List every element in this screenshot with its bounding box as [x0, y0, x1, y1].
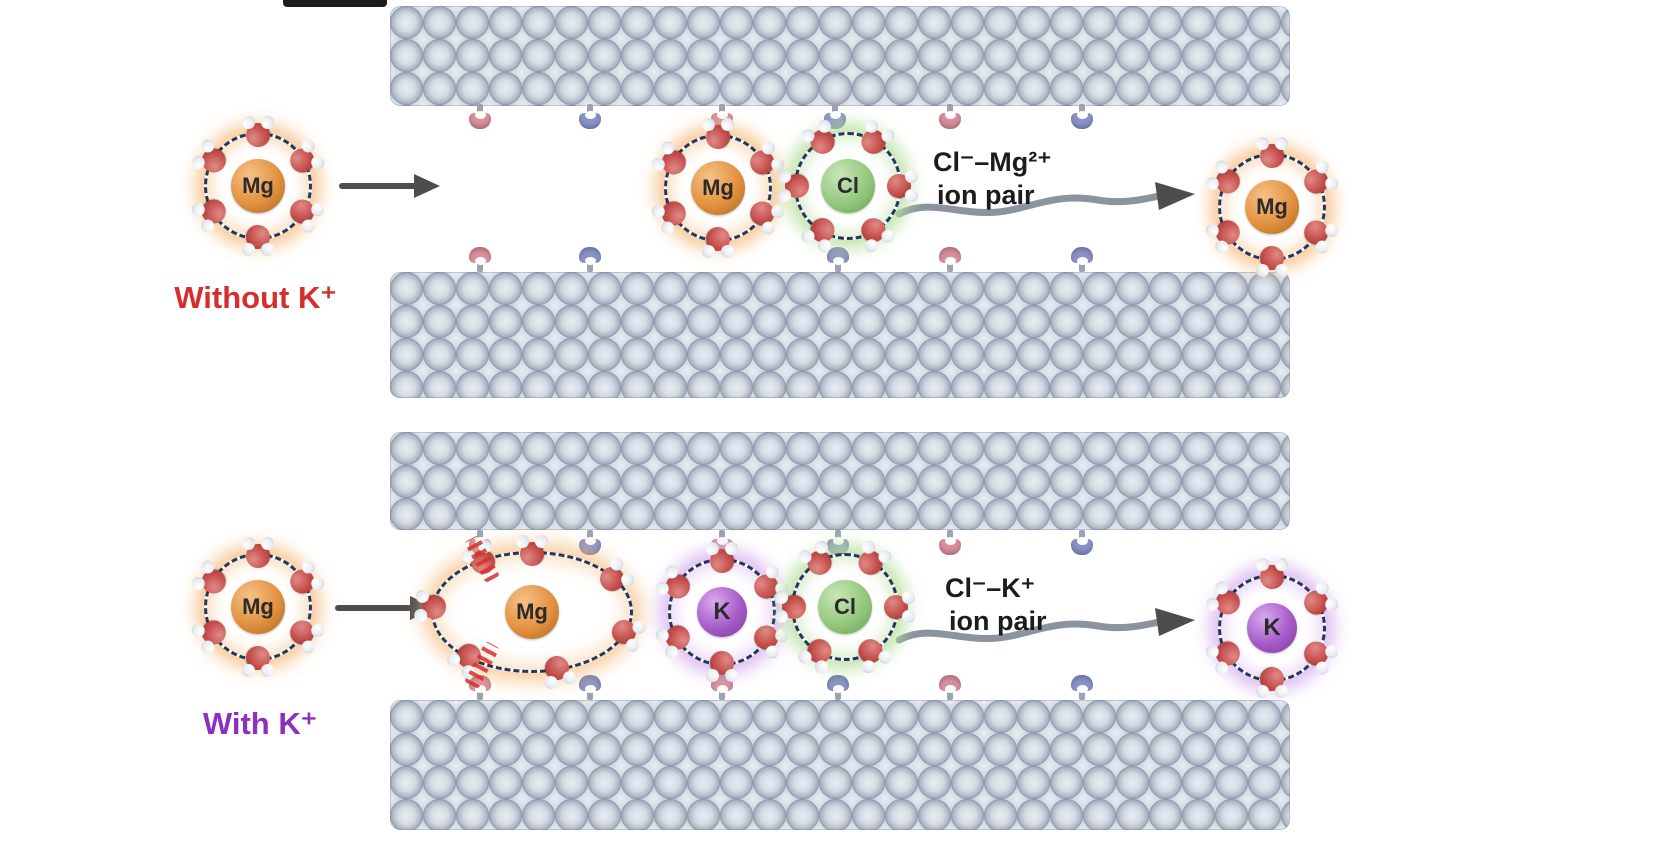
wavy-arrow-icon	[895, 608, 1195, 644]
cl-ion-core: Cl	[818, 580, 872, 634]
water-molecule	[1256, 137, 1288, 168]
mg-ion-core: Mg	[505, 585, 559, 639]
mg-ion-core: Mg	[1245, 180, 1299, 234]
functional-group-icon	[938, 242, 962, 272]
functional-group-icon	[938, 530, 962, 560]
water-molecule	[884, 591, 915, 623]
hydrated-mg-ion-exiting-top: Mg	[1197, 132, 1347, 282]
water-molecule	[516, 535, 548, 566]
mg-ion-core: Mg	[691, 161, 745, 215]
water-molecule	[887, 170, 918, 202]
water-molecule	[775, 591, 806, 623]
functional-group-icon	[578, 104, 602, 134]
ion-pair-formula: Cl⁻–Mg²⁺	[933, 147, 1052, 177]
distorted-hydrated-mg-ion: Mg	[413, 535, 648, 691]
functional-group-icon	[1070, 670, 1094, 700]
k-ion-core: K	[1247, 603, 1297, 653]
hydrated-cl-ion-in-channel: Cl	[770, 532, 920, 682]
hydrated-k-ion-in-channel: K	[647, 537, 797, 687]
functional-group-icon	[938, 104, 962, 134]
hydrated-k-ion-exiting: K	[1197, 553, 1347, 703]
water-molecule	[706, 651, 738, 682]
k-ion-core: K	[697, 587, 747, 637]
hydrated-cl-ion-in-channel: Cl	[773, 111, 923, 261]
water-molecule	[242, 646, 274, 677]
water-molecule	[706, 542, 738, 573]
ion-pair-caption: ion pair	[949, 605, 1047, 636]
wavy-arrow-icon	[895, 182, 1195, 218]
water-molecule	[1256, 558, 1288, 589]
water-molecule	[702, 118, 734, 149]
hydrated-mg-ion-in-channel: Mg	[643, 113, 793, 263]
water-molecule	[242, 225, 274, 256]
mg-ion-core: Mg	[231, 159, 285, 213]
water-molecule	[242, 537, 274, 568]
water-molecule	[413, 589, 448, 623]
hydrated-mg-ion-entering-bottom: Mg	[183, 532, 333, 682]
membrane-slab-top-lower	[390, 272, 1290, 398]
water-molecule	[242, 116, 274, 147]
water-molecule	[702, 227, 734, 258]
functional-group-icon	[1070, 242, 1094, 272]
ion-pair-label-bottom: Cl⁻–K⁺ ion pair	[945, 572, 1047, 638]
ion-pair-label-top: Cl⁻–Mg²⁺ ion pair	[933, 146, 1052, 212]
functional-group-icon	[578, 530, 602, 560]
cl-ion-core: Cl	[821, 159, 875, 213]
condition-label-with-k: With K⁺	[202, 706, 318, 741]
water-molecule	[778, 170, 809, 202]
cropped-image-artifact	[283, 0, 387, 7]
functional-group-icon	[468, 242, 492, 272]
functional-group-icon	[578, 242, 602, 272]
functional-group-icon	[1070, 104, 1094, 134]
membrane-slab-bottom-lower	[390, 700, 1290, 830]
right-arrow-icon	[339, 174, 440, 198]
ion-pair-caption: ion pair	[937, 179, 1035, 210]
functional-group-icon	[1070, 530, 1094, 560]
functional-group-icon	[468, 104, 492, 134]
condition-label-without-k: Without K⁺	[174, 280, 337, 315]
ion-pair-formula: Cl⁻–K⁺	[945, 573, 1036, 603]
membrane-slab-top-upper	[390, 6, 1290, 106]
functional-group-icon	[826, 530, 850, 560]
water-molecule	[1256, 246, 1288, 277]
membrane-slab-bottom-upper	[390, 432, 1290, 530]
hydrated-mg-ion-entering-top: Mg	[183, 111, 333, 261]
mg-ion-core: Mg	[231, 580, 285, 634]
functional-group-icon	[938, 670, 962, 700]
water-molecule	[1256, 667, 1288, 698]
